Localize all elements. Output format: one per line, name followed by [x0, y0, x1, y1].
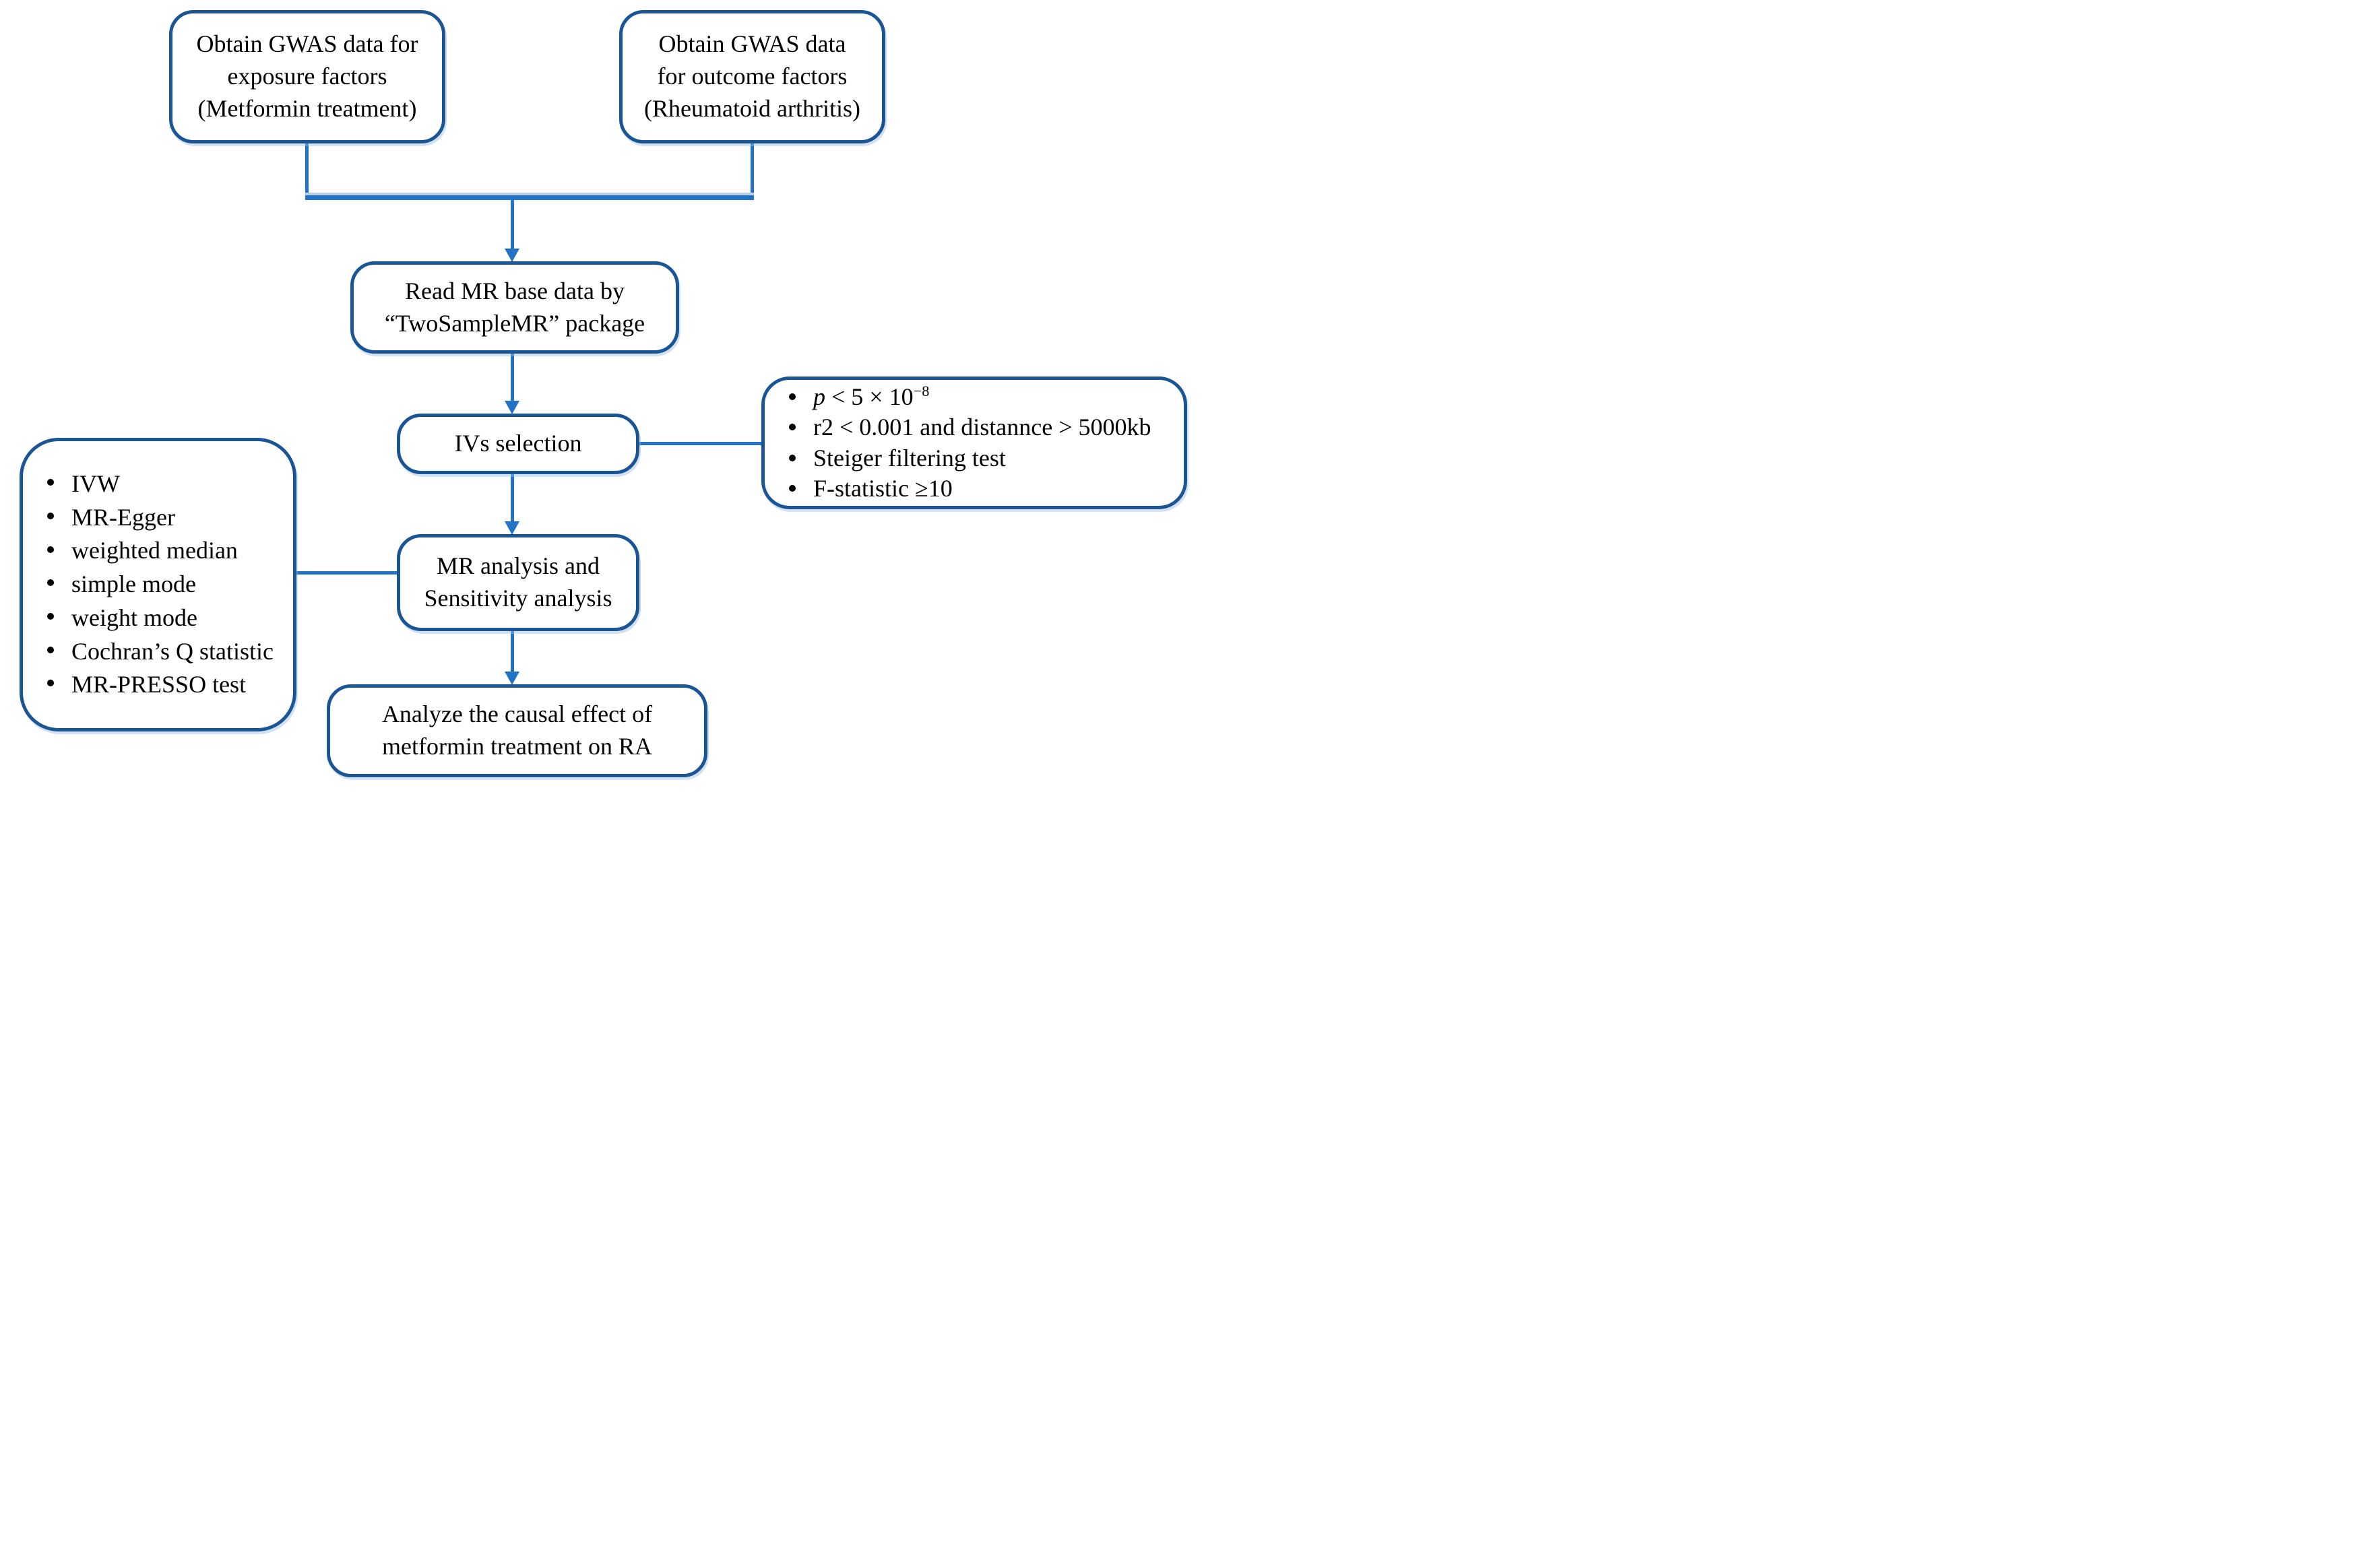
bullet-icon	[47, 479, 54, 486]
criteria-text: F-statistic ≥10	[813, 474, 953, 502]
method-text: weighted median	[71, 537, 238, 564]
connector-join-horizontal	[305, 195, 754, 200]
node-text-line: Analyze the causal effect of	[381, 700, 653, 728]
arrowhead-mr-analysis	[505, 521, 519, 535]
list-item: F-statistic ≥10	[782, 473, 1151, 504]
node-conclusion: Analyze the causal effect of metformin t…	[327, 684, 707, 777]
bullet-icon	[47, 546, 54, 553]
bullet-icon	[47, 646, 54, 653]
bullet-icon	[47, 613, 54, 620]
node-analysis-methods: IVW MR-Egger weighted median simple mode…	[20, 438, 296, 731]
list-item: MR-Egger	[40, 501, 274, 535]
connector-read-to-ivs	[511, 354, 514, 402]
criteria-text: Steiger filtering test	[813, 444, 1006, 471]
method-text: Cochran’s Q statistic	[71, 637, 274, 665]
node-read-mr-data: Read MR base data by “TwoSampleMR” packa…	[350, 261, 679, 354]
node-text-line: for outcome factors	[657, 63, 848, 90]
list-item: p < 5 × 10−8	[782, 382, 1151, 412]
node-text-line: exposure factors	[227, 63, 387, 90]
node-outcome-gwas: Obtain GWAS data for outcome factors (Rh…	[619, 10, 885, 143]
connector-exposure-stub	[305, 143, 309, 198]
connector-outcome-stub	[751, 143, 754, 198]
method-text: MR-PRESSO test	[71, 671, 247, 698]
connector-join-to-read	[511, 200, 514, 250]
connector-methods-to-mr	[295, 571, 398, 575]
bullet-icon	[789, 424, 796, 431]
list-item: Cochran’s Q statistic	[40, 635, 274, 669]
node-text-line: Obtain GWAS data for	[196, 30, 418, 58]
list-item: r2 < 0.001 and distannce > 5000kb	[782, 412, 1151, 443]
list-item: Steiger filtering test	[782, 443, 1151, 473]
node-text-line: Sensitivity analysis	[424, 585, 612, 612]
arrowhead-ivs-selection	[505, 401, 519, 414]
node-text-line: Read MR base data by	[405, 277, 625, 304]
node-text-line: “TwoSampleMR” package	[384, 309, 645, 337]
criteria-text: r2 < 0.001 and distannce > 5000kb	[813, 414, 1151, 441]
list-item: simple mode	[40, 568, 274, 601]
node-iv-criteria: p < 5 × 10−8 r2 < 0.001 and distannce > …	[761, 377, 1187, 509]
bullet-icon	[789, 393, 796, 401]
node-exposure-gwas: Obtain GWAS data for exposure factors (M…	[169, 10, 445, 143]
node-text-line: MR analysis and	[437, 552, 600, 580]
connector-mr-to-conclusion	[511, 631, 514, 673]
connector-ivs-to-mr	[511, 474, 514, 523]
bullet-icon	[789, 485, 796, 492]
method-text: simple mode	[71, 570, 196, 598]
iv-criteria-list: p < 5 × 10−8 r2 < 0.001 and distannce > …	[765, 382, 1158, 504]
bullet-icon	[47, 513, 54, 520]
method-text: weight mode	[71, 603, 197, 631]
list-item: weight mode	[40, 601, 274, 635]
flowchart-canvas: Obtain GWAS data for exposure factors (M…	[0, 0, 1188, 784]
methods-list: IVW MR-Egger weighted median simple mode…	[23, 467, 280, 702]
node-text-line: (Metformin treatment)	[197, 94, 417, 122]
node-text-line: (Rheumatoid arthritis)	[644, 94, 860, 122]
criteria-text: < 5 × 10	[825, 383, 914, 410]
criteria-italic-p: p	[813, 383, 825, 410]
node-ivs-selection: IVs selection	[397, 414, 639, 474]
method-text: MR-Egger	[71, 503, 175, 531]
node-mr-analysis: MR analysis and Sensitivity analysis	[397, 534, 639, 631]
list-item: MR-PRESSO test	[40, 668, 274, 702]
node-text-line: Obtain GWAS data	[658, 30, 846, 58]
connector-ivs-to-criteria	[637, 442, 761, 445]
bullet-icon	[789, 454, 796, 461]
list-item: IVW	[40, 467, 274, 501]
node-text-line: IVs selection	[454, 430, 582, 457]
method-text: IVW	[71, 470, 120, 498]
criteria-superscript: −8	[913, 382, 930, 399]
arrowhead-read-data	[505, 249, 519, 262]
node-text-line: metformin treatment on RA	[382, 733, 652, 760]
bullet-icon	[47, 579, 54, 587]
bullet-icon	[47, 680, 54, 687]
list-item: weighted median	[40, 534, 274, 568]
arrowhead-conclusion	[505, 672, 519, 685]
